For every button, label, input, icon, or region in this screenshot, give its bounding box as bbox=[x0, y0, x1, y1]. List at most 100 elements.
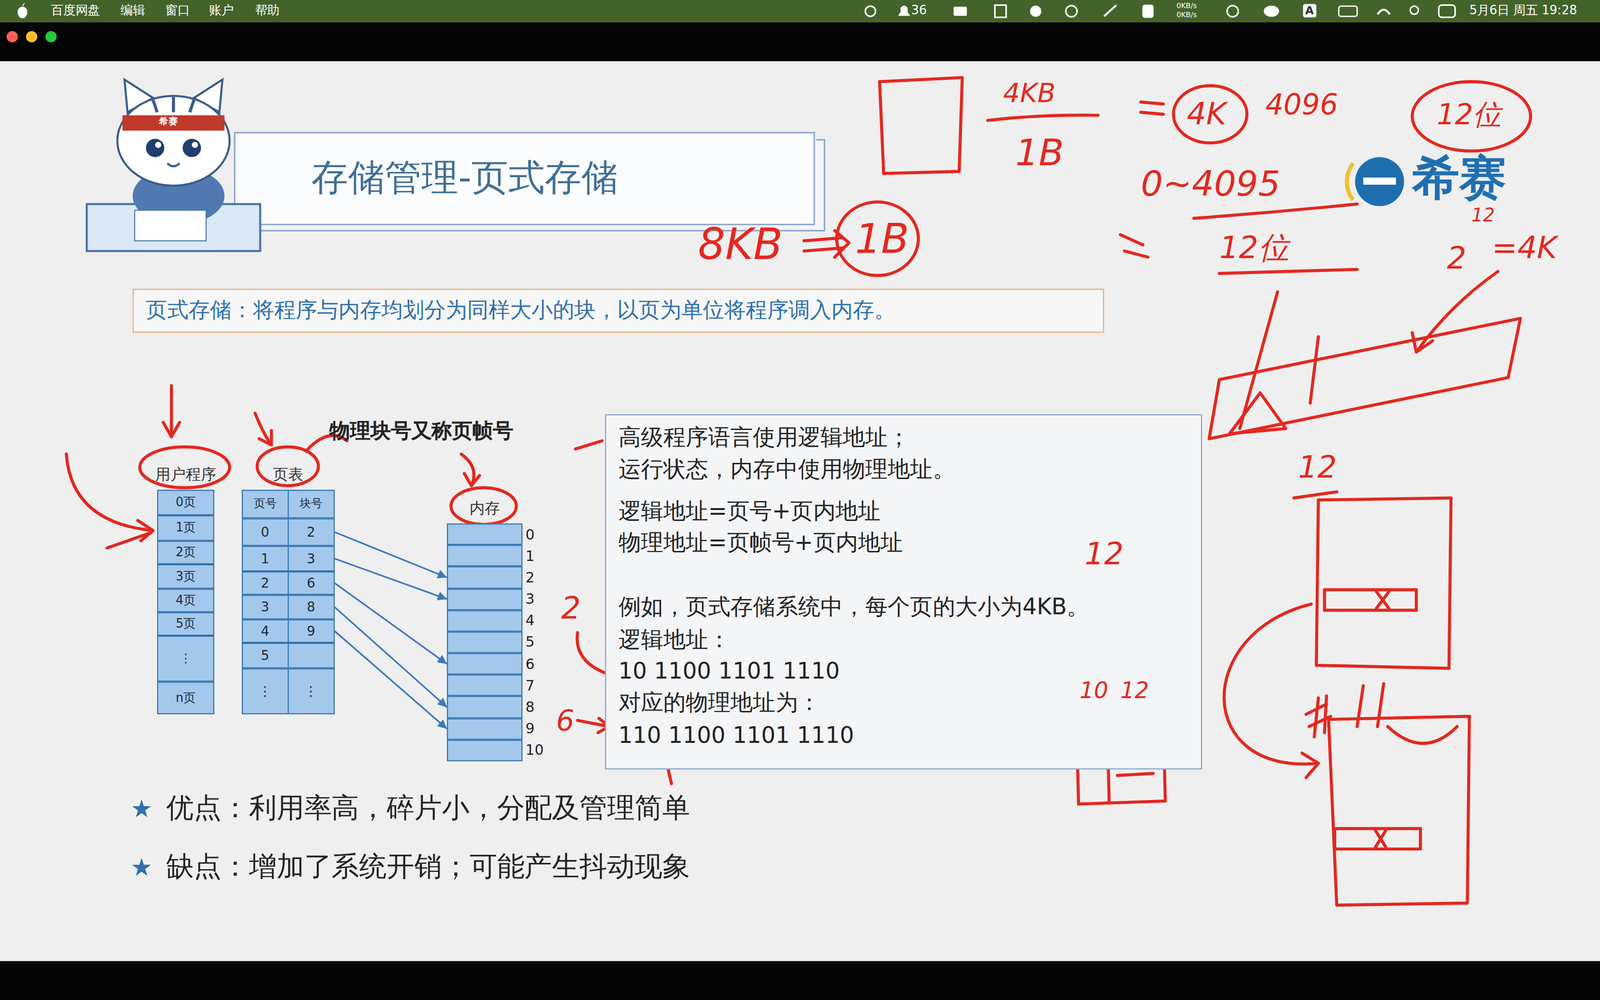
handwritten-note: 10 bbox=[1079, 677, 1109, 705]
table-cell: ⋮ bbox=[288, 669, 334, 714]
panel-line: 物理地址=页帧号+页内地址 bbox=[618, 529, 904, 557]
table-column: 用户程序0页1页2页3页4页5页⋮n页 bbox=[157, 490, 215, 715]
menu-item: 5月6日 周五 19:28 bbox=[1469, 2, 1578, 18]
node-text: 4页 bbox=[175, 593, 196, 609]
node-text: 3页 bbox=[175, 569, 196, 584]
node-text: 5 bbox=[260, 647, 270, 664]
page-table-row: 26 bbox=[241, 571, 335, 595]
memory-block: 1 bbox=[447, 545, 523, 567]
menu-item: 36 bbox=[911, 2, 928, 18]
node-text: 块号 bbox=[299, 497, 322, 511]
node-text: 4 bbox=[260, 623, 270, 640]
table-column: 内存012345678910 bbox=[447, 523, 523, 761]
page-cell: n页 bbox=[157, 681, 215, 715]
table-cell: 8 bbox=[288, 595, 334, 619]
table-cell: 0 bbox=[242, 519, 289, 546]
block-number: 9 bbox=[525, 720, 535, 738]
block-number: 2 bbox=[525, 569, 535, 587]
block-number: 7 bbox=[525, 677, 535, 695]
mapping-arrow bbox=[334, 630, 448, 729]
handwritten-note: 12 bbox=[1471, 204, 1495, 227]
block-number: 8 bbox=[525, 698, 535, 716]
block-number: 10 bbox=[525, 741, 544, 760]
text-panel: 高级程序语言使用逻辑地址；运行状态，内存中使用物理地址。逻辑地址=页号+页内地址… bbox=[605, 414, 1203, 770]
page-table-row: 49 bbox=[241, 619, 335, 643]
node-text: 1 bbox=[260, 550, 270, 567]
handwritten-note: 12 bbox=[1298, 449, 1338, 486]
menu-item: 0KB/s bbox=[1176, 11, 1198, 20]
node-text: 2 bbox=[260, 575, 270, 591]
node-text: ⋮ bbox=[179, 651, 192, 667]
panel-line: 运行状态，内存中使用物理地址。 bbox=[618, 456, 956, 484]
memory-block: 9 bbox=[447, 718, 523, 740]
page-table-row: 38 bbox=[241, 594, 335, 620]
table-cell: 5 bbox=[242, 643, 289, 668]
memory-block: 10 bbox=[447, 739, 523, 761]
node-text: 页号 bbox=[253, 497, 277, 511]
handwritten-note: 1B bbox=[855, 214, 910, 264]
table-cell: 2 bbox=[288, 519, 334, 546]
memory-block: 8 bbox=[447, 696, 523, 718]
node-text: 5页 bbox=[175, 616, 196, 632]
table-cell: 2 bbox=[242, 572, 289, 594]
handwritten-note: 4K bbox=[1186, 95, 1227, 133]
memory-block: 2 bbox=[447, 566, 523, 589]
block-number: 4 bbox=[525, 611, 535, 630]
page-cell: 5页 bbox=[157, 612, 215, 636]
panel-line: 10 1100 1101 1110 bbox=[618, 658, 840, 686]
table-cell: 4 bbox=[242, 620, 289, 642]
node-text: 0页 bbox=[175, 495, 196, 510]
handwritten-note: 2 bbox=[1447, 240, 1467, 277]
handwritten-note: 6 bbox=[556, 704, 575, 739]
handwritten-note: 12 bbox=[1084, 535, 1124, 573]
handwritten-note: =4K bbox=[1491, 229, 1558, 267]
node-text: 6 bbox=[306, 575, 316, 591]
memory-block: 0 bbox=[447, 523, 523, 545]
page-cell: 1页 bbox=[157, 515, 215, 541]
node-text: 页式存储：将程序与内存均划分为同样大小的块，以页为单位将程序调入内存。 bbox=[145, 298, 896, 324]
node-text: ⋮ bbox=[304, 683, 318, 700]
panel-line: 逻辑地址： bbox=[618, 626, 731, 654]
memory-block: 7 bbox=[447, 674, 523, 697]
handwritten-note: 1B bbox=[1015, 130, 1064, 175]
bullet-text: 缺点：增加了系统开销；可能产生抖动现象 bbox=[166, 850, 690, 883]
handwritten-note: 12位 bbox=[1436, 98, 1502, 133]
memory-block: 5 bbox=[447, 631, 523, 653]
mascot-badge: 希赛 bbox=[159, 116, 178, 128]
slide-title: 存储管理-页式存储 bbox=[311, 155, 619, 200]
memory-block: 4 bbox=[447, 610, 523, 632]
node-text: n页 bbox=[175, 690, 196, 706]
page-table-header: 页号 块号 bbox=[241, 490, 335, 519]
mapping-arrow bbox=[334, 532, 448, 578]
annotation-heading: 物理块号又称页帧号 bbox=[329, 418, 514, 443]
panel-line: 对应的物理地址为： bbox=[618, 690, 821, 718]
node-text: 2 bbox=[306, 524, 316, 540]
table-cell: 3 bbox=[288, 547, 334, 571]
column-heading: 用户程序 bbox=[155, 465, 217, 484]
table-cell: 块号 bbox=[288, 490, 334, 518]
page-cell: ⋮ bbox=[157, 635, 215, 682]
definition-box: 页式存储：将程序与内存均划分为同样大小的块，以页为单位将程序调入内存。 bbox=[132, 288, 1105, 333]
handwritten-note: 2 bbox=[561, 590, 581, 627]
panel-line: 高级程序语言使用逻辑地址； bbox=[618, 424, 911, 452]
page-cell: 0页 bbox=[157, 490, 215, 516]
menu-item: 百度网盘 bbox=[50, 2, 100, 18]
block-number: 3 bbox=[525, 590, 535, 608]
block-number: 1 bbox=[525, 547, 535, 565]
node-text: 3 bbox=[260, 599, 270, 615]
page-table-row: 02 bbox=[241, 518, 335, 547]
node-text: 3 bbox=[306, 550, 316, 567]
menu-item: 窗口 bbox=[165, 2, 190, 18]
menu-item: 编辑 bbox=[120, 2, 145, 18]
page-table-row: ⋮⋮ bbox=[241, 668, 335, 715]
table-cell: 9 bbox=[288, 620, 334, 642]
node-text: 9 bbox=[306, 623, 316, 640]
node-text: ⋮ bbox=[258, 683, 272, 700]
bullet-text: 优点：利用率高，碎片小，分配及管理简单 bbox=[166, 791, 690, 825]
memory-block: 3 bbox=[447, 588, 523, 610]
panel-line: 例如，页式存储系统中，每个页的大小为4KB。 bbox=[618, 593, 1090, 621]
block-number: 5 bbox=[525, 633, 535, 651]
node-text: 1页 bbox=[175, 520, 196, 536]
handwritten-note: 4096 bbox=[1265, 87, 1339, 122]
page-cell: 2页 bbox=[157, 540, 215, 565]
